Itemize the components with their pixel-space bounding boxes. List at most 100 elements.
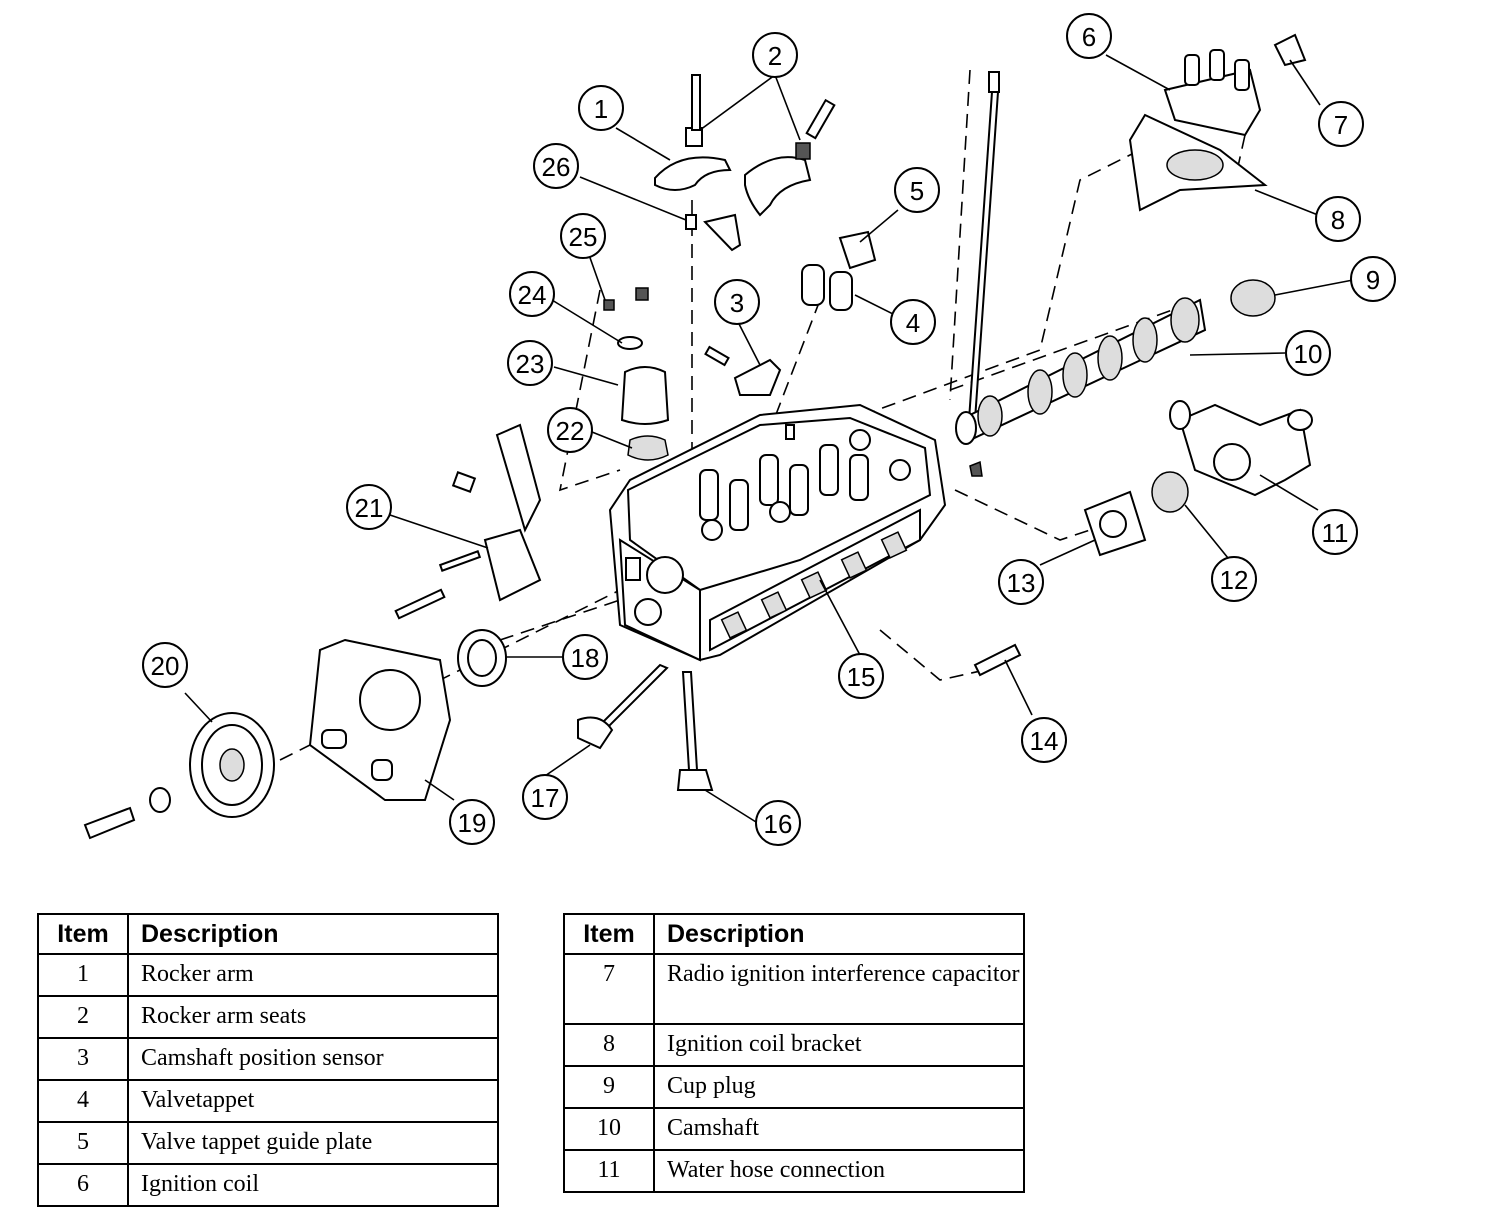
table-row: 8 Ignition coil bracket <box>563 1023 1025 1067</box>
rocker-arms <box>654 74 836 252</box>
item-number: 11 <box>563 1149 655 1193</box>
callout-22: 22 <box>547 407 593 453</box>
item-number: 3 <box>37 1037 129 1081</box>
header-description: Description <box>653 913 1025 955</box>
table-row: 7 Radio ignition interference capacitor <box>563 953 1025 1025</box>
camshaft-sprocket <box>83 712 275 840</box>
header-description: Description <box>127 913 499 955</box>
item-number: 1 <box>37 953 129 997</box>
callout-21: 21 <box>346 484 392 530</box>
callout-circle <box>1285 330 1331 376</box>
exploded-parts-diagram: 1234567891011121314151617181920212223242… <box>83 13 1396 846</box>
callout-circle <box>714 279 760 325</box>
callout-circle <box>346 484 392 530</box>
callout-24: 24 <box>509 271 555 317</box>
parts-table-right: Item Description 7 Radio ignition interf… <box>563 913 1025 1193</box>
callout-14: 14 <box>1021 717 1067 763</box>
item-description: Camshaft <box>653 1107 1025 1151</box>
spark-plug <box>973 643 1022 677</box>
callout-number: 3 <box>730 288 744 318</box>
table-header-row: Item Description <box>563 913 1025 955</box>
callout-circle <box>1350 256 1396 302</box>
callout-19: 19 <box>449 799 495 845</box>
callout-circle <box>1211 556 1257 602</box>
item-description: Ignition coil <box>127 1163 499 1207</box>
callout-circle <box>1315 196 1361 242</box>
callout-number: 16 <box>764 809 793 839</box>
item-description: Rocker arm <box>127 953 499 997</box>
valves <box>577 663 714 791</box>
callout-number: 19 <box>458 808 487 838</box>
item-number: 8 <box>563 1023 655 1067</box>
callout-number: 6 <box>1082 22 1096 52</box>
callout-number: 9 <box>1366 265 1380 295</box>
table-row: 10 Camshaft <box>563 1107 1025 1151</box>
table-row: 1 Rocker arm <box>37 953 499 997</box>
callout-25: 25 <box>560 213 606 259</box>
head-bolt <box>967 71 1000 421</box>
callout-18: 18 <box>562 634 608 680</box>
item-description: Radio ignition interference capacitor <box>653 953 1025 1025</box>
callout-number: 17 <box>531 783 560 813</box>
timing-belt-cover <box>308 588 452 801</box>
callout-circle <box>522 774 568 820</box>
callout-9: 9 <box>1350 256 1396 302</box>
callout-number: 24 <box>518 280 547 310</box>
callout-number: 25 <box>569 222 598 252</box>
ignition-coil-assembly <box>1128 33 1307 212</box>
callout-circle <box>1021 717 1067 763</box>
callout-number: 14 <box>1030 726 1059 756</box>
callout-circle <box>752 32 798 78</box>
header-item: Item <box>563 913 655 955</box>
callout-1: 1 <box>578 85 624 131</box>
callout-10: 10 <box>1285 330 1331 376</box>
callout-4: 4 <box>890 299 936 345</box>
leader-lines <box>184 54 1354 823</box>
item-description: Rocker arm seats <box>127 995 499 1039</box>
callout-number: 8 <box>1331 205 1345 235</box>
table-row: 2 Rocker arm seats <box>37 995 499 1039</box>
cylinder-head <box>608 403 947 662</box>
callout-circle <box>1066 13 1112 59</box>
cup-plug <box>1230 279 1276 317</box>
item-description: Water hose connection <box>653 1149 1025 1193</box>
callout-circle <box>562 634 608 680</box>
callout-number: 12 <box>1220 565 1249 595</box>
table-row: 4 Valvetappet <box>37 1079 499 1123</box>
callout-15: 15 <box>838 653 884 699</box>
callout-number: 7 <box>1334 110 1348 140</box>
callout-circle <box>755 800 801 846</box>
item-description: Valvetappet <box>127 1079 499 1123</box>
callout-circle <box>507 340 553 386</box>
item-description: Valve tappet guide plate <box>127 1121 499 1165</box>
item-description: Ignition coil bracket <box>653 1023 1025 1067</box>
table-row: 5 Valve tappet guide plate <box>37 1121 499 1165</box>
callout-17: 17 <box>522 774 568 820</box>
valve-spring-assembly <box>603 287 670 461</box>
callout-circle <box>509 271 555 317</box>
callout-number: 1 <box>594 94 608 124</box>
callout-number: 21 <box>355 493 384 523</box>
callout-circle <box>838 653 884 699</box>
callout-circle <box>142 642 188 688</box>
callout-number: 18 <box>571 643 600 673</box>
item-number: 10 <box>563 1107 655 1151</box>
callout-23: 23 <box>507 340 553 386</box>
valve-tappets <box>801 230 877 311</box>
table-row: 11 Water hose connection <box>563 1149 1025 1193</box>
callout-number: 13 <box>1007 568 1036 598</box>
callout-number: 11 <box>1322 518 1349 548</box>
item-number: 2 <box>37 995 129 1039</box>
callout-13: 13 <box>998 559 1044 605</box>
callout-3: 3 <box>714 279 760 325</box>
item-number: 5 <box>37 1121 129 1165</box>
callout-circle <box>1312 509 1358 555</box>
parts-table-left: Item Description 1 Rocker arm 2 Rocker a… <box>37 913 499 1207</box>
callout-number: 10 <box>1294 339 1323 369</box>
callout-11: 11 <box>1312 509 1358 555</box>
callout-number: 15 <box>847 662 876 692</box>
camshaft-seal <box>457 629 507 687</box>
callout-2: 2 <box>752 32 798 78</box>
callout-20: 20 <box>142 642 188 688</box>
item-number: 4 <box>37 1079 129 1123</box>
